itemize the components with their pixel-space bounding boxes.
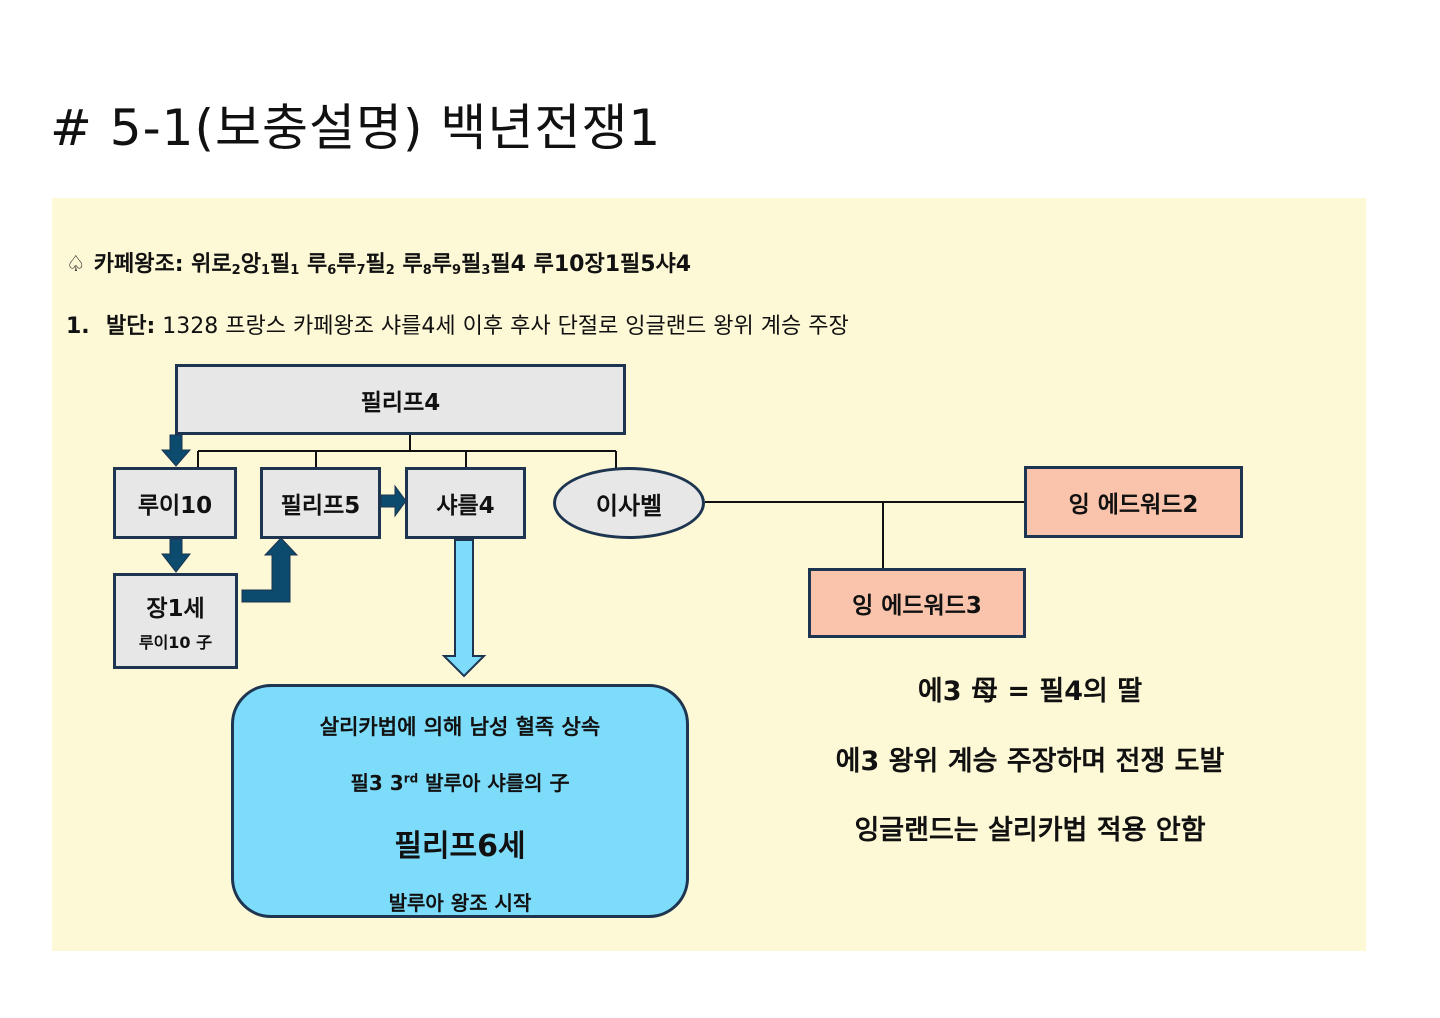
- note-salic: 잉글랜드는 살리카법 적용 안함: [854, 815, 1206, 846]
- node-isabel: 이사벨: [553, 467, 705, 539]
- arrow-down-icon: [160, 434, 192, 467]
- capet-lineage-line: ♤카페왕조: 위로2앙1필1 루6루7필2 루8루9필3필4 루10장1필5샤4: [66, 246, 691, 278]
- node-philip5: 필리프5: [260, 467, 381, 539]
- salic-line-4: 발루아 왕조 시작: [388, 891, 532, 915]
- arrow-down-icon: [160, 538, 192, 573]
- lineage-text: 위로: [191, 252, 232, 277]
- node-jean1-sublabel: 루이10 子: [138, 633, 213, 652]
- point-1-line: 1. 발단: 1328 프랑스 카페왕조 샤를4세 이후 후사 단절로 잉글랜드 …: [66, 308, 849, 340]
- lineage-sub: 1: [290, 263, 300, 278]
- lineage-sub: 8: [422, 263, 432, 278]
- node-edward2: 잉 에드워드2: [1024, 466, 1243, 538]
- lineage-label: 카페왕조:: [93, 252, 184, 277]
- lineage-sub: 2: [231, 263, 241, 278]
- arrow-up-icon: [241, 537, 299, 603]
- spade-icon: ♤: [66, 252, 86, 277]
- node-louis10-label: 루이10: [137, 493, 213, 519]
- node-edward3-label: 잉 에드워드3: [852, 593, 982, 619]
- node-isabel-label: 이사벨: [595, 491, 663, 520]
- lineage-sub: 6: [327, 263, 337, 278]
- lineage-sub: 9: [452, 263, 462, 278]
- lineage-text: 필: [365, 252, 386, 277]
- lineage-sequence: 위로2앙1필1 루6루7필2 루8루9필3필4 루10장1필5샤4: [191, 252, 692, 278]
- node-jean1-label: 장1세: [146, 596, 205, 622]
- node-philip4: 필리프4: [175, 364, 626, 435]
- salic-line-2-sup: rd: [403, 771, 419, 786]
- lineage-text: 필: [461, 252, 482, 277]
- big-down-arrow-icon: [441, 539, 487, 678]
- node-louis10: 루이10: [113, 467, 237, 539]
- lineage-text: 루: [394, 252, 423, 277]
- node-edward3: 잉 에드워드3: [808, 568, 1026, 638]
- lineage-text: 필4 루10장1필5샤4: [490, 252, 692, 277]
- lineage-text: 루: [336, 252, 357, 277]
- node-philip5-label: 필리프5: [280, 493, 361, 519]
- salic-line-2b: 발루아 샤를의 子: [418, 771, 570, 795]
- salic-line-1: 살리카법에 의해 남성 혈족 상속: [319, 715, 601, 739]
- point-number: 1.: [66, 314, 90, 339]
- arrow-right-icon: [380, 484, 407, 518]
- salic-line-2: 필3 3rd 발루아 샤를의 子: [234, 767, 686, 796]
- node-edward2-label: 잉 에드워드2: [1068, 492, 1199, 518]
- lineage-text: 앙: [240, 252, 261, 277]
- lineage-text: 루: [431, 252, 453, 277]
- lineage-sub: 7: [356, 263, 366, 278]
- salic-law-box: 살리카법에 의해 남성 혈족 상속 필3 3rd 발루아 샤를의 子 필리프6세…: [231, 684, 689, 918]
- point-label: 발단:: [106, 314, 156, 339]
- point-text: 1328 프랑스 카페왕조 샤를4세 이후 후사 단절로 잉글랜드 왕위 계승 …: [162, 314, 849, 339]
- lineage-sub: 2: [385, 263, 395, 278]
- node-charles4: 샤를4: [405, 467, 526, 539]
- page-title: # 5-1(보충설명) 백년전쟁1: [50, 99, 662, 157]
- node-jean1: 장1세 루이10 子: [113, 573, 238, 669]
- lineage-text: 루: [299, 252, 328, 277]
- note-claim: 에3 왕위 계승 주장하며 전쟁 도발: [835, 746, 1225, 777]
- salic-line-2a: 필3 3: [350, 771, 404, 795]
- lineage-text: 필: [270, 252, 291, 277]
- salic-line-3: 필리프6세: [394, 829, 526, 864]
- lineage-sub: 3: [481, 263, 491, 278]
- lineage-sub: 1: [260, 263, 270, 278]
- node-charles4-label: 샤를4: [436, 493, 495, 519]
- note-mother: 에3 母 = 필4의 딸: [917, 676, 1143, 707]
- node-philip4-label: 필리프4: [360, 389, 441, 416]
